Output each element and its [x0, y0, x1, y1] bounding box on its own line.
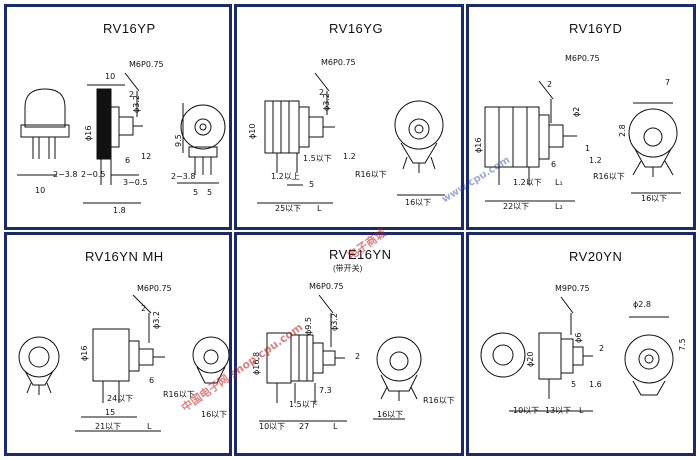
label-16: 16以下 [405, 198, 432, 207]
label-1: 1 [585, 144, 591, 153]
label-L: L [317, 204, 322, 213]
label-phi32: ϕ3.2 [152, 311, 161, 329]
label-m6p075: M6P0.75 [321, 58, 356, 67]
label-13: 13以下 [545, 406, 572, 415]
panel-title: RV16YG [329, 21, 384, 36]
panel-rv16yd: RV16YD M6P0.75 2 7 ϕ16 ϕ2 1 6 1.2 1.2以下 … [466, 4, 696, 230]
label-1-8: 1.8 [113, 206, 126, 215]
label-7-3: 7.3 [319, 386, 332, 395]
label-L: L [147, 422, 152, 431]
label-6: 6 [551, 160, 557, 169]
label-phi2-8: ϕ2.8 [633, 300, 651, 309]
label-16: 16以下 [641, 194, 668, 203]
label-1-6: 1.6 [589, 380, 602, 389]
label-1-2: 1.2 [343, 152, 356, 161]
label-2: 2 [319, 88, 325, 97]
label-2-0-5: 2−0.5 [81, 170, 106, 179]
label-21: 21以下 [95, 422, 122, 431]
label-7-5: 7.5 [678, 338, 687, 351]
label-L1: L₁ [555, 178, 563, 187]
label-phi16: ϕ16 [474, 137, 483, 153]
label-27: 27 [299, 422, 310, 431]
label-24: 24以下 [107, 394, 134, 403]
panel-title: RV16YD [569, 21, 623, 36]
rv20yn-drawing [480, 296, 674, 412]
rv16yd-drawing [484, 80, 681, 202]
label-2: 2 [355, 352, 361, 361]
label-2: 2 [129, 90, 135, 99]
label-phi20: ϕ20 [526, 351, 535, 367]
label-2-8: 2.8 [618, 124, 627, 137]
label-1-5: 1.5以下 [289, 400, 318, 409]
label-L: L [333, 422, 338, 431]
label-10-bottom: 10 [35, 186, 46, 195]
label-L2: L₂ [555, 202, 563, 211]
panel-rv16yp: RV16YP [4, 4, 232, 230]
panel-title: RV16YN MH [85, 249, 164, 264]
rv16yg-drawing [257, 72, 445, 204]
label-7: 7 [665, 78, 671, 87]
label-5-a: 5 [193, 188, 199, 197]
label-6: 6 [149, 376, 155, 385]
label-9-5: 9.5 [174, 134, 183, 147]
label-15: 15 [105, 408, 116, 417]
label-16: 16以下 [377, 410, 404, 419]
label-m6p075: M6P0.75 [309, 282, 344, 291]
label-m6p075: M6P0.75 [137, 284, 172, 293]
label-1-2-above: 1.2以上 [271, 172, 300, 181]
label-m9p075: M9P0.75 [555, 284, 590, 293]
label-2: 2 [599, 344, 605, 353]
label-5-b: 5 [207, 188, 213, 197]
label-r16: R16以下 [163, 390, 195, 399]
label-2-3-8-right: 2−3.8 [171, 172, 196, 181]
label-1-2: 1.2 [589, 156, 602, 165]
label-6: 6 [125, 156, 131, 165]
label-10: 10以下 [513, 406, 540, 415]
panel-rv20yn: RV20YN M9P0.75 ϕ2.8 ϕ20 ϕ6 7.5 2 5 1.6 1… [466, 232, 696, 456]
label-phi10: ϕ10 [248, 123, 257, 139]
panel-title: RVE16YN [329, 247, 392, 262]
label-phi16: ϕ16 [84, 125, 93, 141]
label-phi3-2: ϕ3.2 [330, 313, 339, 331]
rv16yp-drawing [17, 72, 226, 204]
label-phi9-5: ϕ9.5 [304, 317, 313, 335]
rve16yn-drawing [259, 294, 422, 422]
label-r16: R16以下 [355, 170, 387, 179]
label-phi2: ϕ2 [572, 106, 581, 117]
label-phi32: ϕ3.2 [322, 93, 331, 111]
label-3-0-5: 3−0.5 [123, 178, 148, 187]
label-1-5: 1.5以下 [303, 154, 332, 163]
label-16: 16以下 [201, 410, 228, 419]
label-5: 5 [571, 380, 577, 389]
panel-title: RV16YP [103, 21, 156, 36]
label-5: 5 [309, 180, 315, 189]
label-m6p075: M6P0.75 [129, 60, 164, 69]
label-25: 25以下 [275, 204, 302, 213]
panel-rv16yg: RV16YG M6P0.75 ϕ10 ϕ3.2 2 1.5以下 1.2 1.2以… [234, 4, 464, 230]
label-m6p075: M6P0.75 [565, 54, 600, 63]
label-2-3-8-left: 2−3.8 [53, 170, 78, 179]
panel-rve16yn: RVE16YN (带开关) M6P0.75 ϕ16.8 ϕ9.5 ϕ3.2 2 … [234, 232, 464, 456]
rv16yn-mh-drawing [18, 294, 229, 432]
label-2: 2 [547, 80, 553, 89]
panel-subtitle: (带开关) [333, 264, 363, 273]
label-12: 12 [141, 152, 152, 161]
label-10: 10以下 [259, 422, 286, 431]
label-r16: R16以下 [423, 396, 455, 405]
label-2: 2 [141, 304, 147, 313]
label-r16: R16以下 [593, 172, 625, 181]
label-L: L [579, 406, 584, 415]
panel-rv16yn-mh: RV16YN MH M6P0.75 ϕ16 ϕ3.2 2 6 24以下 15 2… [4, 232, 232, 456]
label-10-top: 10 [105, 72, 116, 81]
panel-title: RV20YN [569, 249, 623, 264]
label-phi32: ϕ3.2 [132, 95, 141, 113]
label-22: 22以下 [503, 202, 530, 211]
label-phi6: ϕ6 [574, 332, 583, 343]
label-1-2-below: 1.2以下 [513, 178, 542, 187]
label-phi16: ϕ16 [80, 345, 89, 361]
